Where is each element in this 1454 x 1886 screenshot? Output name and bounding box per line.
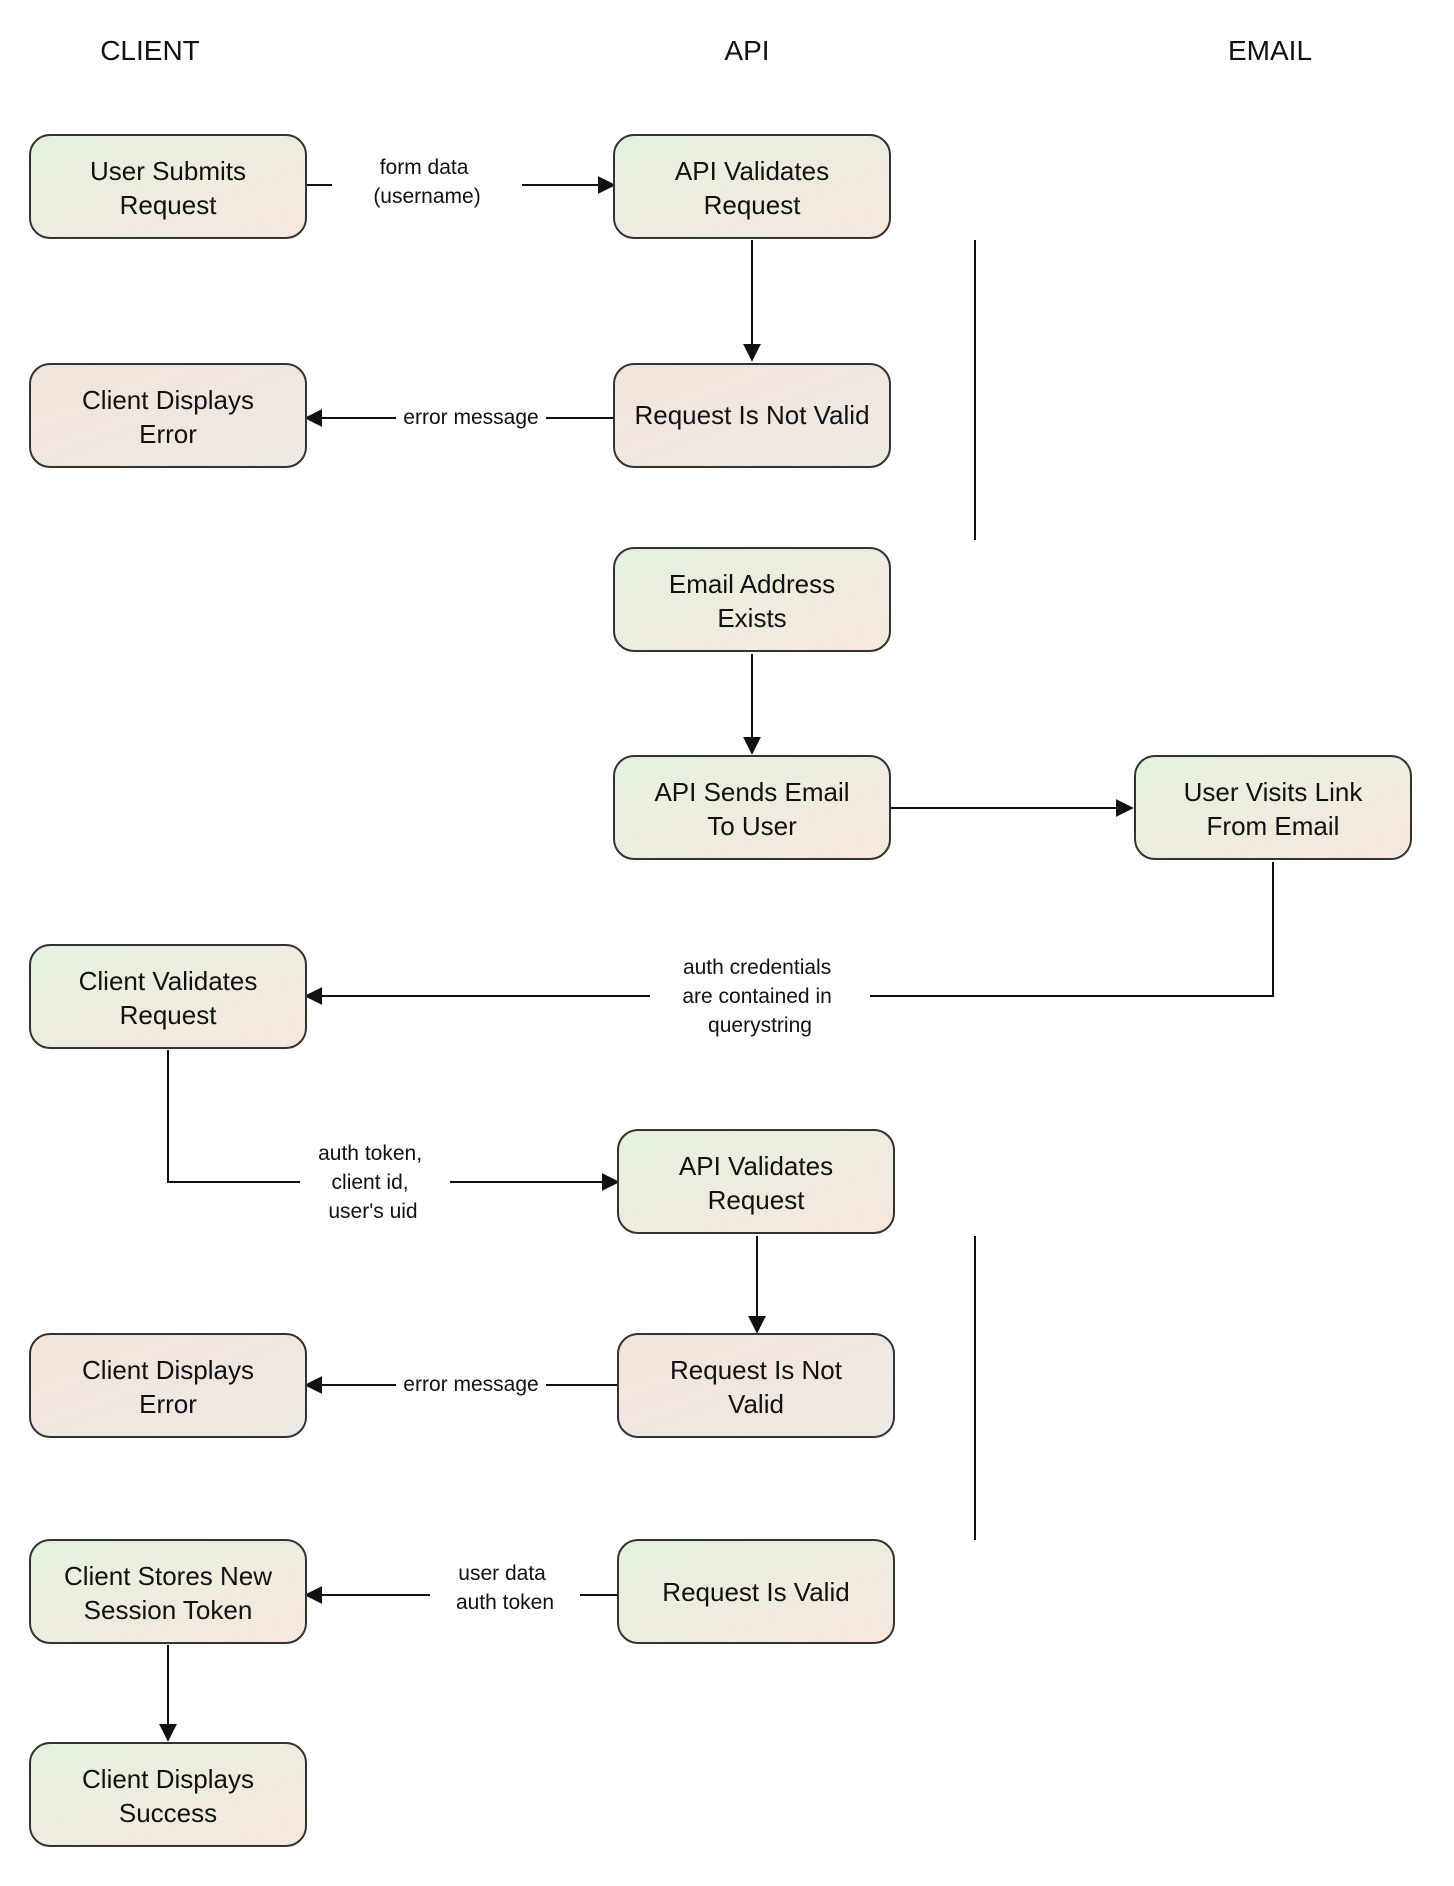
edge-label-error-message-2: error message [403,1373,538,1396]
edge-label-user-data-token: user data auth token [456,1562,554,1614]
lane-api: API [724,35,769,66]
edge-labels: form data (username) error message auth … [300,150,870,1620]
edge-auth-token-bundle [167,1050,620,1191]
svg-text:Request Is Not Valid: Request Is Not Valid [634,400,869,430]
edge-label-form-data: form data (username) [373,156,480,208]
edge-label-auth-token-bundle: auth token, client id, user's uid [318,1142,428,1223]
edge-label-auth-credentials: auth credentials are contained in querys… [682,956,837,1037]
node-request-valid: Request Is Valid [617,1539,895,1644]
svg-text:Request Is Valid: Request Is Valid [662,1577,849,1607]
lane-client: CLIENT [100,35,200,66]
node-request-not-valid-1: Request Is Not Valid [613,363,891,468]
edge-auth-credentials [304,862,1274,1005]
edge-label-error-message-1: error message [403,406,538,429]
lane-email: EMAIL [1228,35,1312,66]
